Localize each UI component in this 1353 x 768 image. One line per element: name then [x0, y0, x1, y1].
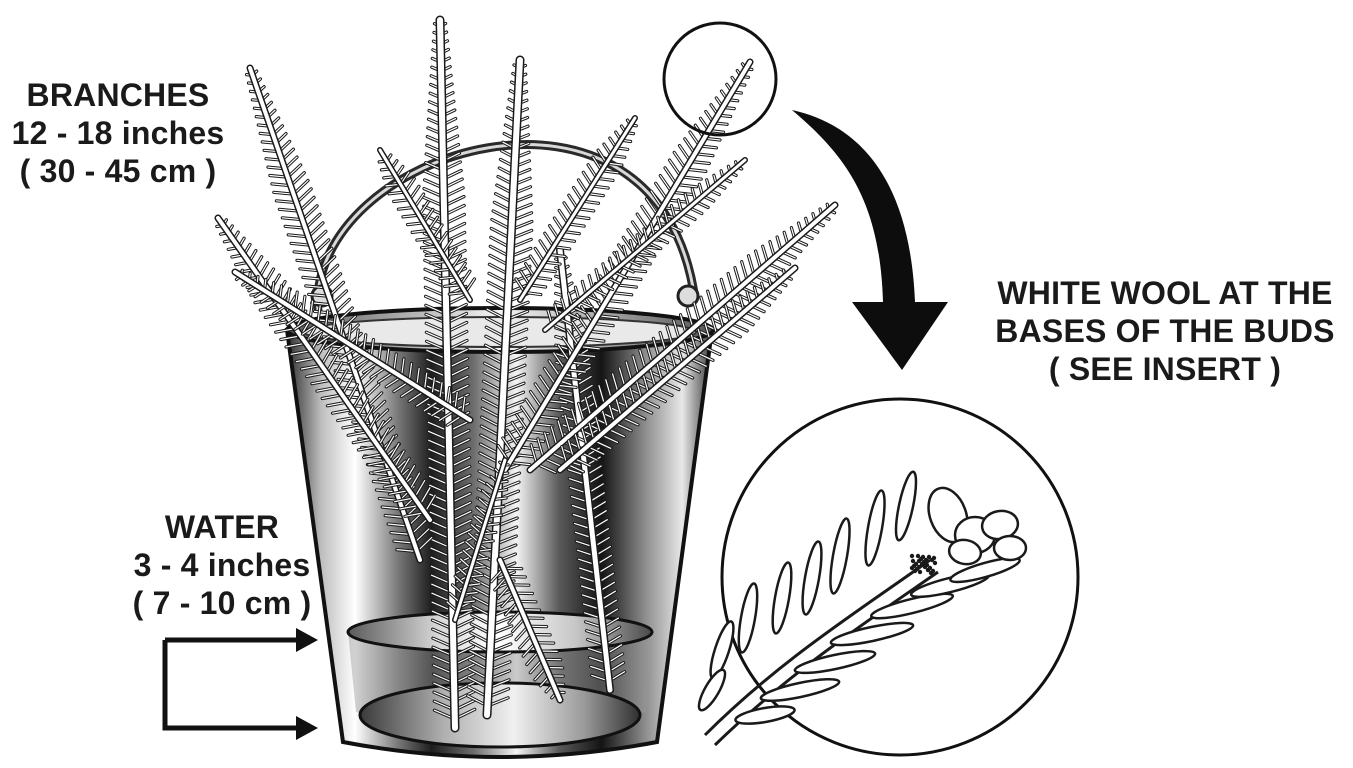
insert-detail — [694, 399, 1078, 755]
arrow-head-bottom-icon — [296, 716, 318, 740]
water-inches: 3 - 4 inches — [112, 546, 332, 584]
wool-line-3: ( SEE INSERT ) — [985, 350, 1345, 388]
water-cm: ( 7 - 10 cm ) — [112, 584, 332, 622]
branches-label: BRANCHES 12 - 18 inches ( 30 - 45 cm ) — [0, 76, 236, 190]
wool-dot — [916, 554, 920, 558]
curved-arrow-icon — [792, 110, 948, 370]
water-title: WATER — [112, 508, 332, 546]
arrow-head-top-icon — [296, 628, 318, 652]
branches-cm: ( 30 - 45 cm ) — [0, 152, 236, 190]
wool-line-1: WHITE WOOL AT THE — [985, 274, 1345, 312]
wool-line-2: BASES OF THE BUDS — [985, 312, 1345, 350]
wool-dot — [910, 554, 914, 558]
branches-inches: 12 - 18 inches — [0, 114, 236, 152]
wool-dot — [910, 566, 914, 570]
bud — [994, 536, 1026, 560]
wool-dot — [917, 559, 921, 563]
wool-dot — [927, 555, 931, 559]
wool-dot — [911, 559, 915, 563]
needle — [734, 703, 796, 727]
branches-title: BRANCHES — [0, 76, 236, 114]
wool-label: WHITE WOOL AT THE BASES OF THE BUDS ( SE… — [985, 274, 1345, 388]
water-level-arrows — [165, 628, 318, 740]
water-label: WATER 3 - 4 inches ( 7 - 10 cm ) — [112, 508, 332, 622]
